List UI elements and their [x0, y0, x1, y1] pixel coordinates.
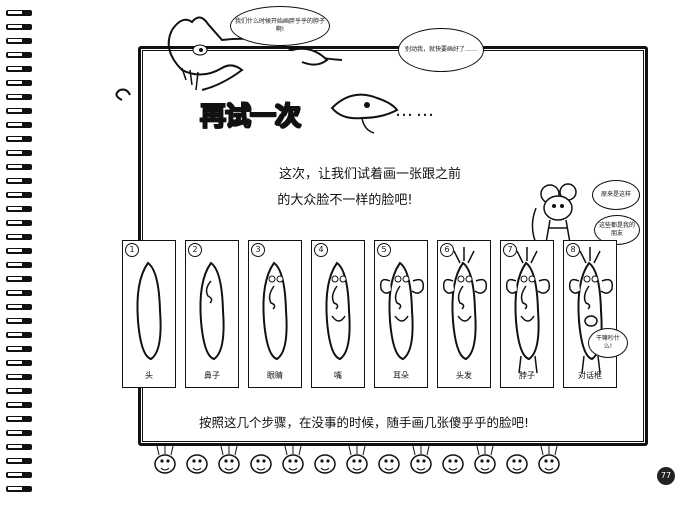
step-card: 6 头发: [437, 240, 491, 388]
card8-bubble: 干嘛吵什么!: [588, 328, 628, 358]
step-number: 2: [188, 243, 202, 257]
step-label: 头发: [456, 371, 472, 380]
step-card: 3 眼睛: [248, 240, 302, 388]
step-label: 头: [145, 371, 153, 380]
step-label: 鼻子: [204, 371, 220, 380]
face-drawing: [325, 261, 351, 361]
face-drawing: [379, 261, 425, 361]
step-number: 4: [314, 243, 328, 257]
face-drawing: [442, 247, 488, 361]
step-card: 7 脖子: [500, 240, 554, 388]
step-label: 嘴: [334, 371, 342, 380]
step-number: 7: [503, 243, 517, 257]
page-title: 再试一次: [199, 101, 302, 133]
step-number: 5: [377, 243, 391, 257]
face-drawing: [199, 261, 225, 361]
face-drawing: [136, 261, 162, 361]
title-dots: ……: [395, 100, 437, 121]
wolf-illustration: [115, 16, 343, 101]
step-number: 8: [566, 243, 580, 257]
face-drawing: [262, 261, 288, 361]
footer-instruction: 按照这几个步骤，在没事的时候，随手画几张傻乎乎的脸吧!: [198, 415, 529, 430]
step-number: 3: [251, 243, 265, 257]
face-doodle-strip: [154, 444, 560, 474]
speech-bubble-right: 别动我，就快要画好了……: [398, 28, 484, 72]
spiral-binding: [6, 10, 32, 492]
step-label: 眼睛: [267, 371, 283, 380]
side-bubble-1: 原来是这样: [592, 180, 640, 210]
page-number: 77: [657, 467, 675, 485]
intro-text: 这次，让我们试着画一张跟之前 的大众脸不一样的脸吧!: [0, 162, 700, 214]
step-label: 对话框: [578, 371, 602, 380]
intro-line-2: 的大众脸不一样的脸吧!: [277, 193, 413, 208]
face-drawing: [568, 247, 614, 374]
step-number: 1: [125, 243, 139, 257]
mouse-illustration: [531, 183, 577, 249]
step-card: 5 耳朵: [374, 240, 428, 388]
intro-line-1: 这次，让我们试着画一张跟之前: [278, 167, 461, 182]
speech-bubble-top: 我们什么时候开始画胖乎乎的脖子啊!: [230, 6, 330, 46]
step-card: 8 对话框: [563, 240, 617, 388]
face-drawing: [505, 247, 551, 374]
step-card: 2 鼻子: [185, 240, 239, 388]
step-number: 6: [440, 243, 454, 257]
rat-illustration: [330, 93, 399, 134]
step-label: 脖子: [519, 371, 535, 380]
step-label: 耳朵: [393, 371, 409, 380]
